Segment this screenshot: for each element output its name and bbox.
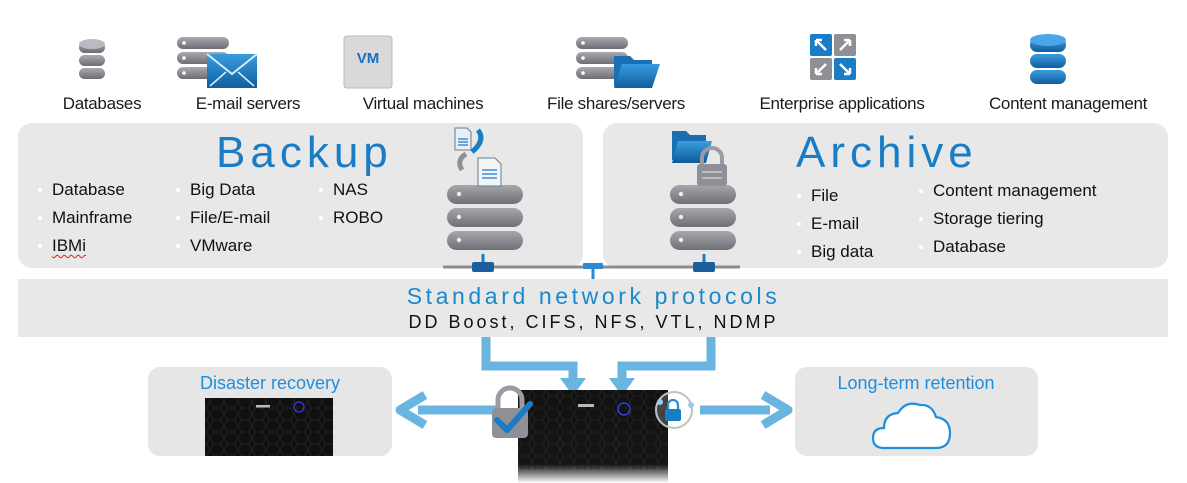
backup-item: NAS (319, 180, 368, 199)
protocols-title: Standard network protocols (406, 283, 781, 309)
arrow-to-long-term-retention (700, 391, 793, 429)
archive-item: Content management (919, 181, 1097, 200)
archive-item: Database (919, 237, 1006, 256)
backup-item: Mainframe (37, 208, 133, 227)
archive-title: Archive (796, 128, 978, 177)
backup-item: ROBO (318, 208, 384, 227)
backup-item: Database (38, 180, 125, 199)
backup-item: VMware (175, 236, 253, 255)
cloud-icon (871, 402, 952, 450)
encryption-lock-icon (655, 391, 694, 429)
archive-item: File (796, 186, 839, 205)
source-label-file-shares: File shares/servers (547, 94, 685, 113)
archive-item: Storage tiering (919, 209, 1044, 228)
disaster-recovery-appliance (205, 398, 333, 456)
backup-title: Backup (216, 128, 393, 177)
arrow-head-down-right (609, 378, 635, 396)
arrow-head-down-left (560, 378, 586, 396)
archive-folder-lock-icon (672, 131, 727, 186)
backup-documents-icon (454, 127, 502, 187)
enterprise-apps-icon (810, 34, 856, 80)
content-database-icon (1030, 34, 1066, 84)
backup-item: Big Data (175, 180, 256, 199)
flow-arrows-down (481, 337, 716, 380)
backup-item: File/E-mail (175, 208, 271, 227)
archive-item: Big data (796, 242, 874, 261)
source-icons (79, 34, 1066, 89)
source-label-enterprise-apps: Enterprise applications (759, 94, 925, 113)
lock-check-icon (492, 385, 533, 438)
disaster-recovery-title: Disaster recovery (199, 373, 341, 393)
long-term-retention-title: Long-term retention (837, 373, 995, 393)
arrow-to-disaster-recovery (395, 391, 500, 429)
email-server-icon (177, 37, 258, 88)
archive-item: E-mail (796, 214, 860, 233)
protocol-bar (18, 279, 1168, 337)
protocols-list: DD Boost, CIFS, NFS, VTL, NDMP (408, 312, 779, 332)
source-label-virtual-machines: Virtual machines (362, 94, 484, 113)
source-label-databases: Databases (62, 94, 142, 113)
source-label-email-servers: E-mail servers (195, 94, 301, 113)
file-server-icon (576, 37, 660, 88)
backup-server-stack-icon (447, 185, 523, 250)
source-label-content-management: Content management (988, 94, 1148, 113)
vm-icon-label: VM (356, 50, 380, 67)
data-domain-appliance (518, 390, 668, 483)
network-bus (443, 254, 740, 279)
backup-item: IBMi (38, 236, 86, 255)
vm-icon (343, 35, 393, 89)
archive-server-stack-icon (670, 185, 736, 250)
database-icon (79, 39, 105, 79)
